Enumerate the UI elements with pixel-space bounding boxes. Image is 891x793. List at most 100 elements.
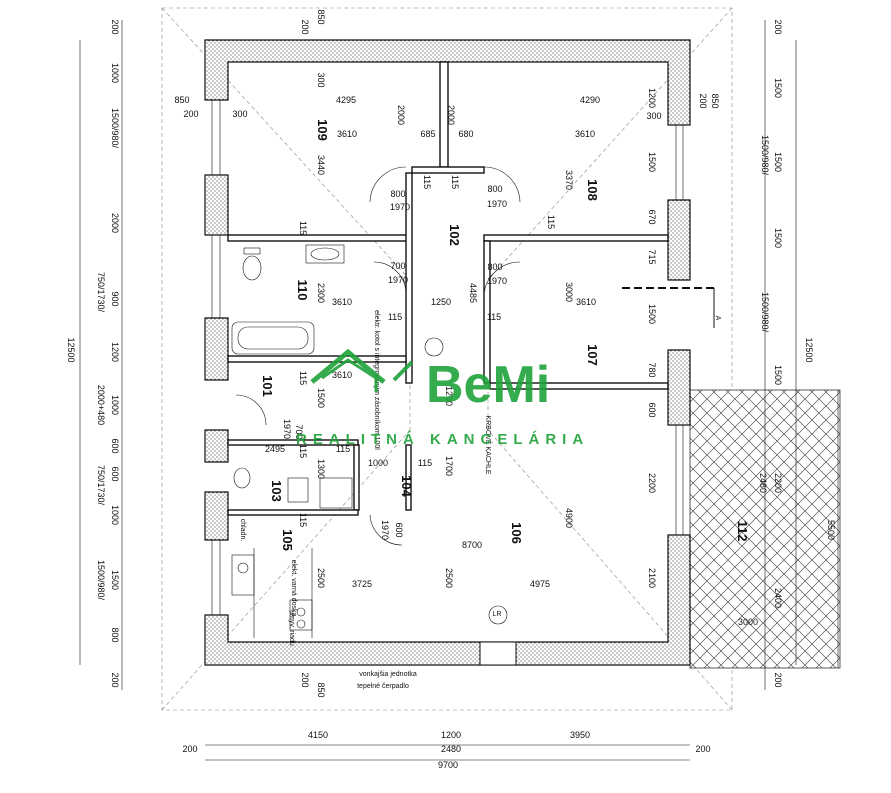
dimension-label: 2400 — [773, 588, 783, 608]
dimension-label: 2480 — [758, 473, 768, 493]
dimension-label: 1000 — [368, 458, 388, 468]
dimension-label: 1970 — [380, 520, 390, 540]
dimension-label: 300 — [316, 72, 326, 87]
dimension-label: 1700 — [444, 456, 454, 476]
room-label-103: 103 — [269, 480, 284, 502]
dimension-label: 1500/980/ — [96, 560, 106, 601]
note-label: tepelné čerpadlo — [357, 683, 409, 690]
dimension-label: 850 — [316, 682, 326, 697]
note-label: A — [714, 316, 721, 321]
dimension-label: 3440 — [316, 155, 326, 175]
dimension-label: 3950 — [570, 730, 590, 740]
dimension-label: 2300 — [316, 283, 326, 303]
dimension-label: 1200 — [110, 342, 120, 362]
dimension-label: 3725 — [352, 579, 372, 589]
dimension-label: 680 — [458, 129, 473, 139]
note-label: KRBOVÉ KACHLE — [484, 415, 493, 474]
dimension-label: 200 — [695, 744, 710, 754]
dimension-label: 5500 — [826, 520, 836, 540]
dimension-label: 900 — [110, 291, 120, 306]
room-label-110: 110 — [295, 280, 310, 301]
dimension-label: 2100 — [647, 568, 657, 588]
dimension-label: 1500/980/ — [760, 292, 770, 333]
dimension-label: 1250 — [431, 297, 451, 307]
dimension-label: 12500 — [66, 337, 76, 362]
dimension-label: 3610 — [575, 129, 595, 139]
dimension-label: 1500/980/ — [760, 135, 770, 176]
dimension-label: 200 — [698, 93, 708, 108]
dimension-label: 1970 — [487, 199, 507, 209]
dimension-label: 200 — [300, 19, 310, 34]
dimension-label: 300 — [646, 111, 661, 121]
dimension-label: 1200 — [441, 730, 461, 740]
room-label-108: 108 — [585, 179, 600, 201]
room-label-106: 106 — [509, 522, 524, 544]
dimension-label: 1970 — [487, 276, 507, 286]
room-label-102: 102 — [447, 224, 462, 246]
dimension-label: 12500 — [804, 337, 814, 362]
dimension-label: 715 — [647, 249, 657, 264]
dimension-label: 200 — [182, 744, 197, 754]
interior-walls — [227, 61, 669, 516]
dimension-label: 2000 — [396, 105, 406, 125]
dimension-label: 1500/980/ — [110, 108, 120, 149]
vertical-dimension-labels: 85020020010001500/980/2000750/1730/90012… — [66, 9, 836, 697]
dimension-label: 115 — [487, 312, 501, 322]
dimension-label: 4150 — [308, 730, 328, 740]
bemi-logo-watermark: BeMi REALITNÁ KANCELÁRIA — [296, 348, 583, 448]
dimension-label: 1000 — [110, 505, 120, 525]
dimension-label: 9700 — [438, 760, 458, 770]
dimension-label: 200 — [300, 672, 310, 687]
dimension-label: 800 — [110, 627, 120, 642]
dimension-label: 1500 — [647, 304, 657, 324]
dimension-label: 600 — [647, 402, 657, 417]
dimension-lines — [79, 20, 839, 761]
dimension-label: 8700 — [462, 540, 482, 550]
dimension-label: 200 — [183, 109, 198, 119]
dimension-label: 2000 — [110, 213, 120, 233]
dimension-label: 200 — [773, 19, 783, 34]
exterior-walls — [204, 39, 691, 666]
dimension-label: 200 — [110, 672, 120, 687]
dimension-label: 780 — [647, 362, 657, 377]
dimension-label: 600 — [394, 522, 404, 537]
dimension-label: 600 — [110, 466, 120, 481]
dimension-label: 800 — [390, 189, 405, 199]
dimension-label: 1500 — [773, 228, 783, 248]
room-label-104: 104 — [399, 475, 414, 497]
dimension-label: 700 — [294, 424, 304, 439]
dimension-label: 4290 — [580, 95, 600, 105]
dimension-label: 1500 — [316, 388, 326, 408]
dimension-label: 3610 — [337, 129, 357, 139]
dimension-label: 800 — [487, 262, 502, 272]
dimension-label: 850 — [316, 9, 326, 24]
dimension-label: 2500 — [316, 568, 326, 588]
note-label: vonkajšia jednotka — [359, 671, 417, 678]
dimension-label: 200 — [110, 19, 120, 34]
dimension-label: 850 — [710, 93, 720, 108]
section-marker-a — [622, 287, 715, 328]
room-label-112: 112 — [735, 521, 750, 542]
dimension-label: 3610 — [576, 297, 596, 307]
dimension-label: 1000 — [110, 395, 120, 415]
dimension-label: 1970 — [390, 202, 410, 212]
dimension-label: 1500 — [773, 152, 783, 172]
dimension-label: 700 — [390, 261, 405, 271]
brand-name: BeMi — [426, 356, 550, 414]
dimension-label: 115 — [336, 444, 350, 454]
dimension-label: 800 — [487, 184, 502, 194]
dimension-label: 3370 — [564, 170, 574, 190]
dimension-label: 4485 — [468, 283, 478, 303]
fixtures — [231, 244, 508, 638]
note-label: umyv. riadu — [288, 610, 295, 646]
room-label-105: 105 — [280, 529, 295, 551]
house-icon — [310, 348, 386, 384]
dimension-label: 2000+480 — [96, 385, 106, 425]
dimension-label: 685 — [420, 129, 435, 139]
dimension-label: 200 — [773, 672, 783, 687]
roof-outline — [161, 7, 733, 711]
dimension-label: 2495 — [265, 444, 285, 454]
room-label-109: 109 — [315, 119, 330, 141]
